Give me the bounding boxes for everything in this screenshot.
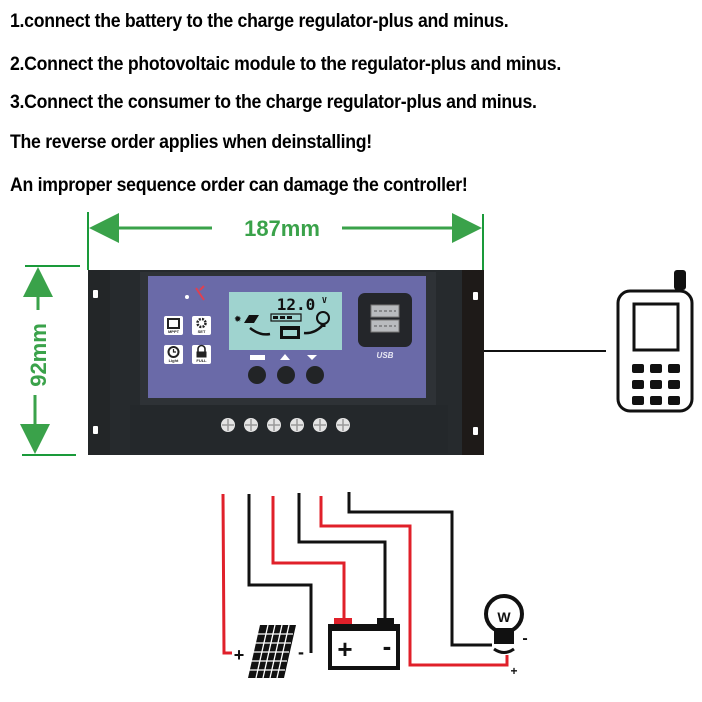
terminal-screw: [267, 418, 281, 432]
height-label: 92mm: [26, 323, 51, 387]
battery-minus-label: -: [383, 631, 392, 661]
terminal-screws: [221, 418, 350, 432]
terminal-screw: [290, 418, 304, 432]
down-arrow-icon: [307, 355, 317, 360]
svg-text:MPPT: MPPT: [168, 329, 180, 334]
warning-reverse-order: The reverse order applies when deinstall…: [10, 132, 372, 153]
wires: [221, 492, 509, 667]
terminal-screw: [221, 418, 235, 432]
wire-load-negative: [347, 492, 492, 647]
width-dimension: 187mm: [87, 212, 484, 270]
lcd-bulb-icon: [316, 311, 330, 327]
charge-controller: MPPT SET Light FULL 12.0 V ✹: [88, 270, 484, 455]
battery-positive-terminal: [334, 618, 352, 625]
mounting-flange-right: [462, 270, 484, 455]
mppt-icon: MPPT: [164, 316, 183, 335]
battery-negative-terminal: [377, 618, 394, 625]
solar-panel-icon: + -: [234, 624, 304, 679]
terminal-screw: [313, 418, 327, 432]
width-label: 187mm: [244, 216, 320, 241]
usb-label: USB: [377, 351, 394, 360]
wire-battery-negative: [297, 493, 387, 618]
lcd-flow-arrow-out: [303, 325, 323, 335]
mount-hole: [473, 292, 478, 300]
terminal-block: [130, 405, 448, 453]
wire-load-positive: [319, 496, 509, 667]
usb-port: USB: [358, 293, 412, 360]
svg-text:Light: Light: [169, 358, 179, 363]
lock-icon: FULL: [192, 344, 211, 364]
warning-improper-sequence: An improper sequence order can damage th…: [10, 175, 468, 196]
tool-icon: [195, 285, 205, 301]
lcd-voltage-unit: V: [322, 296, 327, 305]
control-buttons: [248, 354, 324, 384]
svg-text:✹: ✹: [234, 314, 242, 324]
instruction-3: 3.Connect the consumer to the charge reg…: [10, 92, 537, 113]
clock-icon: Light: [164, 345, 183, 364]
menu-label-icon: [250, 355, 265, 360]
lcd-flow-arrow-in: [249, 327, 271, 336]
menu-button[interactable]: [248, 366, 266, 384]
phone-keypad: [632, 364, 680, 405]
wire-solar-positive: [221, 493, 232, 655]
solar-plus-label: +: [234, 645, 245, 665]
lamp-load-icon: W - +: [484, 594, 528, 678]
instruction-1: 1.connect the battery to the charge regu…: [10, 11, 509, 32]
up-arrow-icon: [280, 354, 290, 360]
status-led: [185, 295, 189, 299]
height-dimension: 92mm: [20, 265, 80, 456]
terminal-screw: [336, 418, 350, 432]
up-button[interactable]: [277, 366, 295, 384]
wire-battery-positive: [271, 496, 346, 618]
phone-screen: [632, 302, 680, 352]
lcd-display: 12.0 V ✹: [229, 292, 342, 350]
mobile-phone-icon: [616, 270, 694, 413]
svg-text:FULL: FULL: [196, 358, 207, 363]
wire-solar-negative: [247, 494, 313, 653]
lcd-sun-panel-icon: ✹: [234, 314, 259, 324]
battery-plus-label: +: [337, 634, 352, 664]
lamp-minus-label: -: [522, 630, 527, 647]
lcd-battery-level-icon: [270, 313, 302, 322]
gear-icon: SET: [192, 316, 211, 335]
mount-hole: [473, 427, 478, 435]
battery-icon: + -: [328, 618, 400, 670]
solar-minus-label: -: [298, 642, 304, 662]
instruction-2: 2.Connect the photovoltaic module to the…: [10, 54, 561, 75]
lcd-voltage-reading: 12.0: [277, 295, 316, 314]
terminal-screw: [244, 418, 258, 432]
mounting-flange-left: [88, 270, 110, 455]
lamp-watt-symbol: W: [497, 609, 511, 625]
mount-hole: [93, 290, 98, 298]
down-button[interactable]: [306, 366, 324, 384]
svg-text:SET: SET: [198, 329, 206, 334]
mount-hole: [93, 426, 98, 434]
lamp-plus-label: +: [510, 664, 517, 678]
